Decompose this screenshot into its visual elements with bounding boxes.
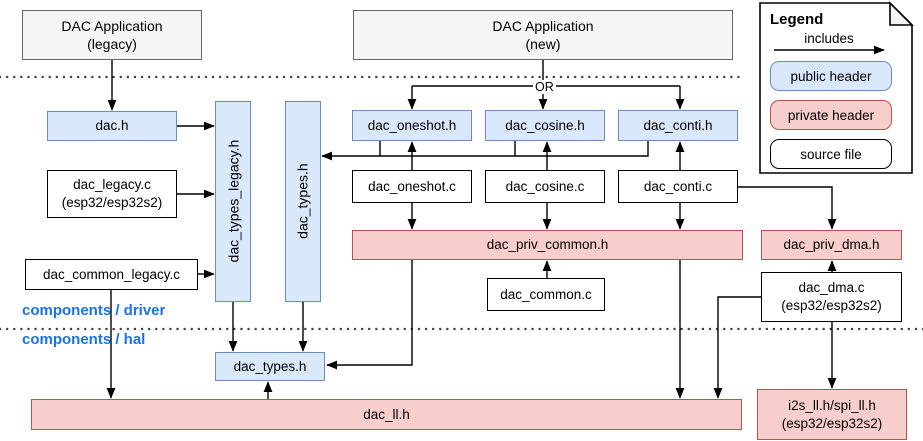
node-dac-conti-h: dac_conti.h — [618, 110, 738, 141]
node-dac-legacy-c: dac_legacy.c (esp32/esp32s2) — [47, 170, 177, 218]
node-dac-cosine-h: dac_cosine.h — [485, 110, 605, 141]
legend-fold-corner — [889, 1, 914, 26]
node-app-new: DAC Application (new) — [353, 10, 733, 60]
node-label: (legacy) — [87, 36, 137, 52]
node-dac-conti-c: dac_conti.c — [618, 170, 738, 203]
or-label: OR — [533, 80, 556, 94]
node-label: dac_types.h — [294, 163, 311, 240]
node-dac-priv-common-h: dac_priv_common.h — [352, 230, 743, 260]
legend-item-public-header: public header — [770, 61, 892, 91]
legend-item-private-header: private header — [770, 100, 892, 130]
node-label: DAC Application — [61, 17, 163, 34]
node-dac-types-legacy-h: dac_types_legacy.h — [215, 101, 251, 302]
edge-headers-to-dac-types-h-driver — [321, 141, 649, 161]
node-dac-dma-c: dac_dma.c (esp32/esp32s2) — [761, 272, 902, 322]
node-label: (new) — [525, 36, 561, 52]
node-dac-common-c: dac_common.c — [487, 278, 605, 311]
node-dac-oneshot-c: dac_oneshot.c — [352, 170, 472, 203]
node-label: dac_types_legacy.h — [224, 140, 241, 263]
edge-dac-dma-c-to-dac-ll-h — [713, 296, 761, 399]
node-i2s-spi-ll-h: i2s_ll.h/spi_ll.h (esp32/esp32s2) — [757, 389, 907, 440]
legend-includes-label: includes — [804, 31, 854, 46]
node-dac-oneshot-h: dac_oneshot.h — [352, 110, 472, 141]
node-dac-types-h-driver: dac_types.h — [285, 101, 321, 302]
layer-label-driver: components / driver — [22, 302, 166, 319]
node-label: DAC Application — [492, 17, 594, 34]
node-dac-h: dac.h — [47, 111, 177, 141]
edge-dac-priv-common-h-to-dac-types-h-hal — [326, 260, 413, 370]
node-dac-types-h-hal: dac_types.h — [215, 352, 325, 381]
layer-label-hal: components / hal — [22, 331, 146, 348]
node-label: dac_dma.c — [798, 280, 865, 296]
node-app-legacy: DAC Application (legacy) — [22, 10, 202, 60]
node-label: (esp32/esp32s2) — [61, 195, 163, 210]
node-dac-cosine-c: dac_cosine.c — [485, 170, 605, 203]
node-dac-common-legacy-c: dac_common_legacy.c — [25, 259, 198, 290]
node-label: dac_legacy.c — [73, 177, 151, 193]
legend-title: Legend — [770, 11, 824, 28]
node-dac-ll-h: dac_ll.h — [31, 399, 742, 430]
node-dac-priv-dma-h: dac_priv_dma.h — [761, 230, 902, 260]
node-label: (esp32/esp32s2) — [781, 298, 882, 313]
node-label: i2s_ll.h/spi_ll.h — [788, 397, 876, 413]
node-label: (esp32/esp32s2) — [781, 415, 883, 431]
legend-item-source-file: source file — [770, 139, 892, 169]
edge-dac-conti-c-to-dac-priv-dma-h — [738, 186, 837, 230]
